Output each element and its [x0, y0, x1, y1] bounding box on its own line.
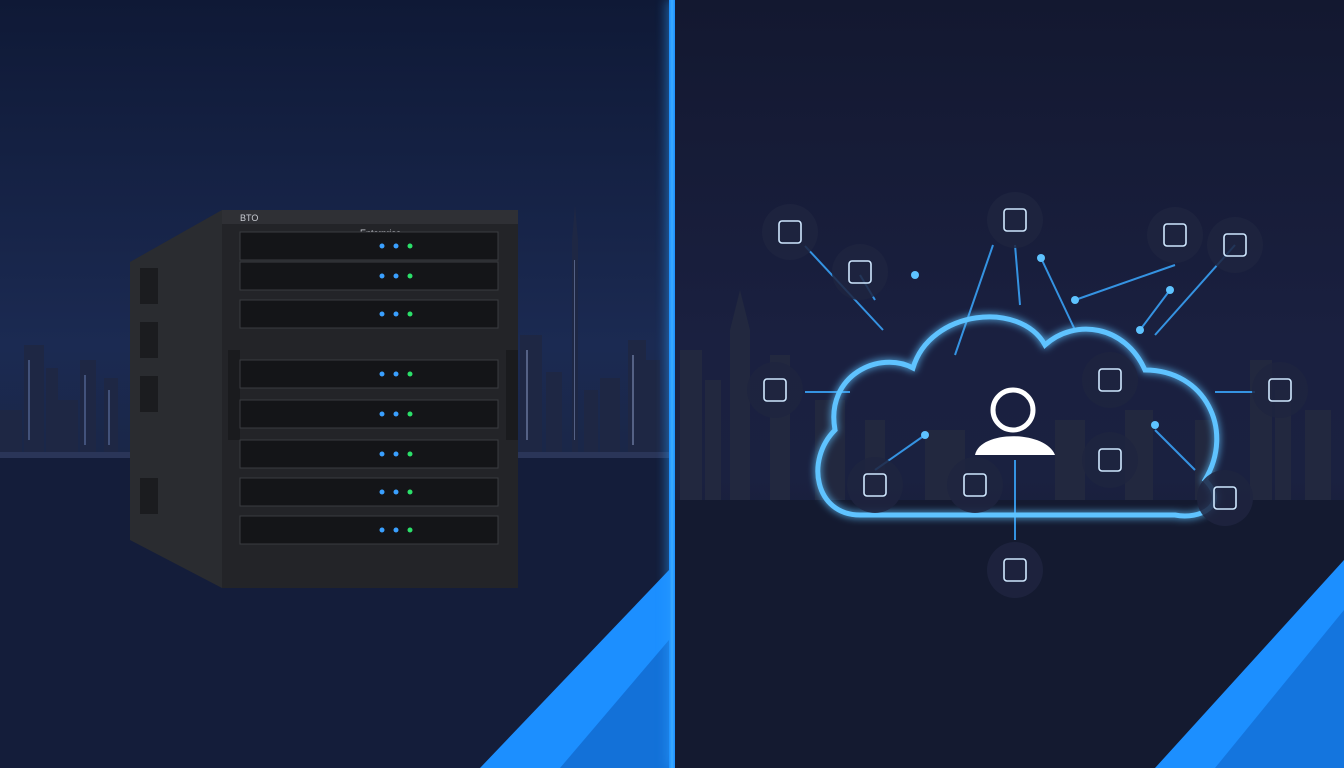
- status-led: [393, 311, 399, 317]
- rack-unit: [239, 399, 499, 429]
- accent-triangle-left-inner: [560, 640, 669, 768]
- status-led: [407, 311, 413, 317]
- skyline-left-lights: [28, 360, 110, 445]
- left-panel: BTO Enterprise: [0, 0, 669, 768]
- status-led: [393, 371, 399, 377]
- rack-unit: [239, 439, 499, 469]
- status-led: [407, 451, 413, 457]
- document-pen-icon: [832, 244, 888, 300]
- accent-triangle-right-inner: [1215, 610, 1344, 768]
- globe-icon: [747, 362, 803, 418]
- left-scene: BTO Enterprise: [0, 205, 669, 768]
- status-led: [407, 489, 413, 495]
- rack-unit: [239, 231, 499, 261]
- lightbulb-icon: [1207, 217, 1263, 273]
- right-panel: [675, 0, 1344, 768]
- status-led: [407, 411, 413, 417]
- documents-icon: [947, 457, 1003, 513]
- skyline-left: [0, 345, 118, 455]
- shield-icon: [1252, 362, 1308, 418]
- right-scene: [675, 192, 1344, 768]
- status-led: [379, 451, 385, 457]
- checklist-icon: [987, 542, 1043, 598]
- skyline-right-lights: [526, 260, 634, 445]
- skyline-right: [520, 205, 660, 455]
- network-nodes: [911, 254, 1174, 439]
- center-user-icon: [975, 387, 1055, 455]
- status-led: [379, 311, 385, 317]
- rack-units: [239, 231, 499, 545]
- server-badge: BTO: [240, 213, 258, 223]
- status-led: [379, 273, 385, 279]
- status-led: [379, 371, 385, 377]
- status-led: [407, 273, 413, 279]
- printer-icon: [987, 192, 1043, 248]
- status-led: [393, 527, 399, 533]
- rack-unit: [239, 299, 499, 329]
- folder-icon: [1197, 470, 1253, 526]
- status-led: [379, 243, 385, 249]
- gear-small-icon: [1082, 432, 1138, 488]
- status-led: [393, 411, 399, 417]
- status-led: [379, 489, 385, 495]
- icon-layer: [747, 192, 1308, 598]
- rack-unit: [239, 359, 499, 389]
- worker-icon: [847, 457, 903, 513]
- status-led: [393, 273, 399, 279]
- cloud-shape: [815, 314, 1220, 519]
- status-led: [379, 527, 385, 533]
- divider-bar: [669, 0, 675, 768]
- rack-unit: [239, 477, 499, 507]
- rack-unit: [239, 261, 499, 291]
- status-led: [393, 489, 399, 495]
- status-led: [407, 243, 413, 249]
- status-led: [393, 451, 399, 457]
- handshake-icon: [762, 204, 818, 260]
- status-led: [407, 527, 413, 533]
- status-led: [407, 371, 413, 377]
- status-led: [379, 411, 385, 417]
- team-icon: [1082, 352, 1138, 408]
- rack-unit: [239, 515, 499, 545]
- gear-icon: [1147, 207, 1203, 263]
- status-led: [393, 243, 399, 249]
